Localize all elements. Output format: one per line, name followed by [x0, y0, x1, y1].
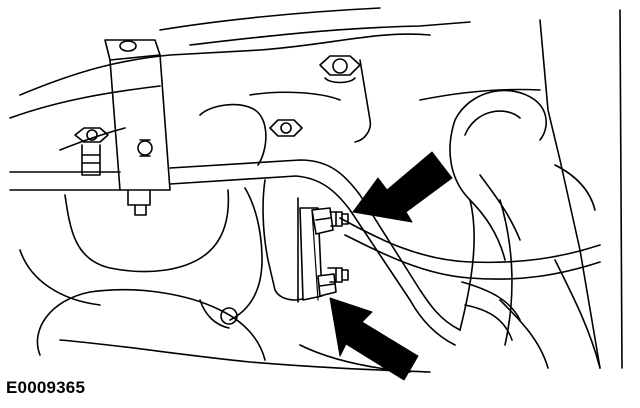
fuel-line-upper: [9, 159, 461, 346]
terminal-upper: [311, 207, 349, 235]
mount-bracket: [104, 39, 171, 216]
figure-id-label: E0009365: [6, 378, 86, 397]
bolt-top: [319, 55, 361, 84]
coolant-hose: [449, 89, 596, 346]
bolt-left: [74, 127, 109, 176]
sensor-body: [262, 179, 323, 303]
bolt-center: [199, 103, 303, 166]
arrow-icon: [352, 151, 453, 223]
terminal-lower: [317, 267, 349, 297]
arrow-icon: [329, 297, 419, 381]
fuel-line-lower: [339, 217, 601, 280]
